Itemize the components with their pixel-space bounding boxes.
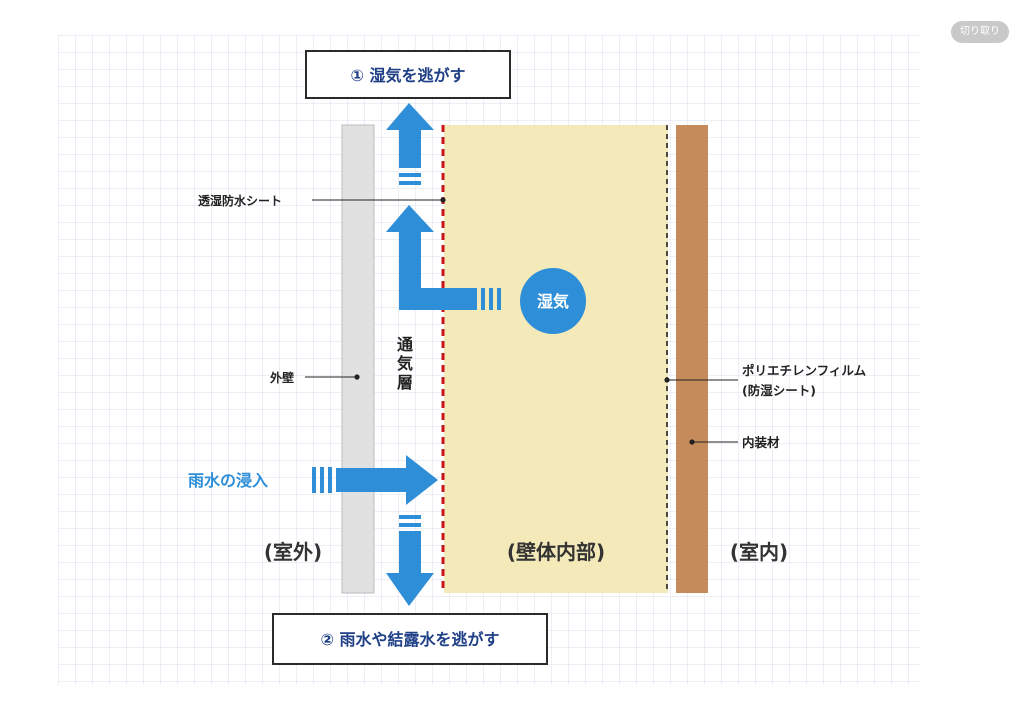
- up-arrow-top-stripe: [399, 173, 421, 177]
- vent-layer-label-3: 層: [397, 373, 413, 392]
- interior-material-leader-dot: [689, 439, 695, 445]
- polyethylene-label-line2: (防湿シート): [742, 383, 816, 398]
- clip-button[interactable]: 切り取り: [951, 21, 1009, 43]
- up-arrow-top: [386, 103, 434, 168]
- humidity-arrow-stripe: [489, 288, 493, 310]
- down-arrow-stripe: [399, 515, 421, 519]
- vent-layer-label-1: 通: [397, 335, 413, 354]
- bottom-box-label: ② 雨水や結露水を逃がす: [320, 630, 499, 649]
- rain-arrow-stripe: [320, 467, 324, 493]
- membrane-leader-dot: [440, 197, 446, 203]
- polyethylene-label-line1: ポリエチレンフィルム: [742, 363, 867, 378]
- humidity-arrow-stripe: [481, 288, 485, 310]
- top-box-label: ① 湿気を逃がす: [350, 66, 465, 85]
- top-box: [305, 50, 511, 99]
- outdoor-zone-label: (室外): [264, 540, 322, 564]
- wall-cavity: [444, 125, 668, 593]
- down-arrow-stripe: [399, 523, 421, 527]
- indoor-zone-label: (室内): [730, 540, 788, 564]
- bottom-box: [272, 613, 548, 665]
- outer-wall: [341, 124, 375, 594]
- interior-material-label: 内装材: [742, 435, 780, 450]
- down-arrow-bottom: [386, 531, 434, 606]
- up-arrow-top-stripe: [399, 181, 421, 185]
- membrane-label: 透湿防水シート: [198, 193, 282, 208]
- humidity-circle-label: 湿気: [536, 292, 569, 311]
- outer-wall-leader-dot: [354, 374, 360, 380]
- vent-layer-label-2: 気: [397, 354, 413, 373]
- wall-interior-zone-label: (壁体内部): [507, 540, 605, 564]
- outer-wall-label: 外壁: [270, 370, 294, 385]
- humidity-arrow-stripe: [497, 288, 501, 310]
- polyethylene-leader-dot: [664, 377, 670, 383]
- rain-intrusion-label: 雨水の浸入: [188, 471, 268, 490]
- rain-arrow-stripe: [328, 467, 332, 493]
- rain-arrow-stripe: [312, 467, 316, 493]
- humidity-circle: [520, 268, 586, 334]
- interior-board: [676, 125, 708, 593]
- humidity-arrow: [386, 205, 477, 310]
- rain-intrusion-arrow: [336, 455, 438, 505]
